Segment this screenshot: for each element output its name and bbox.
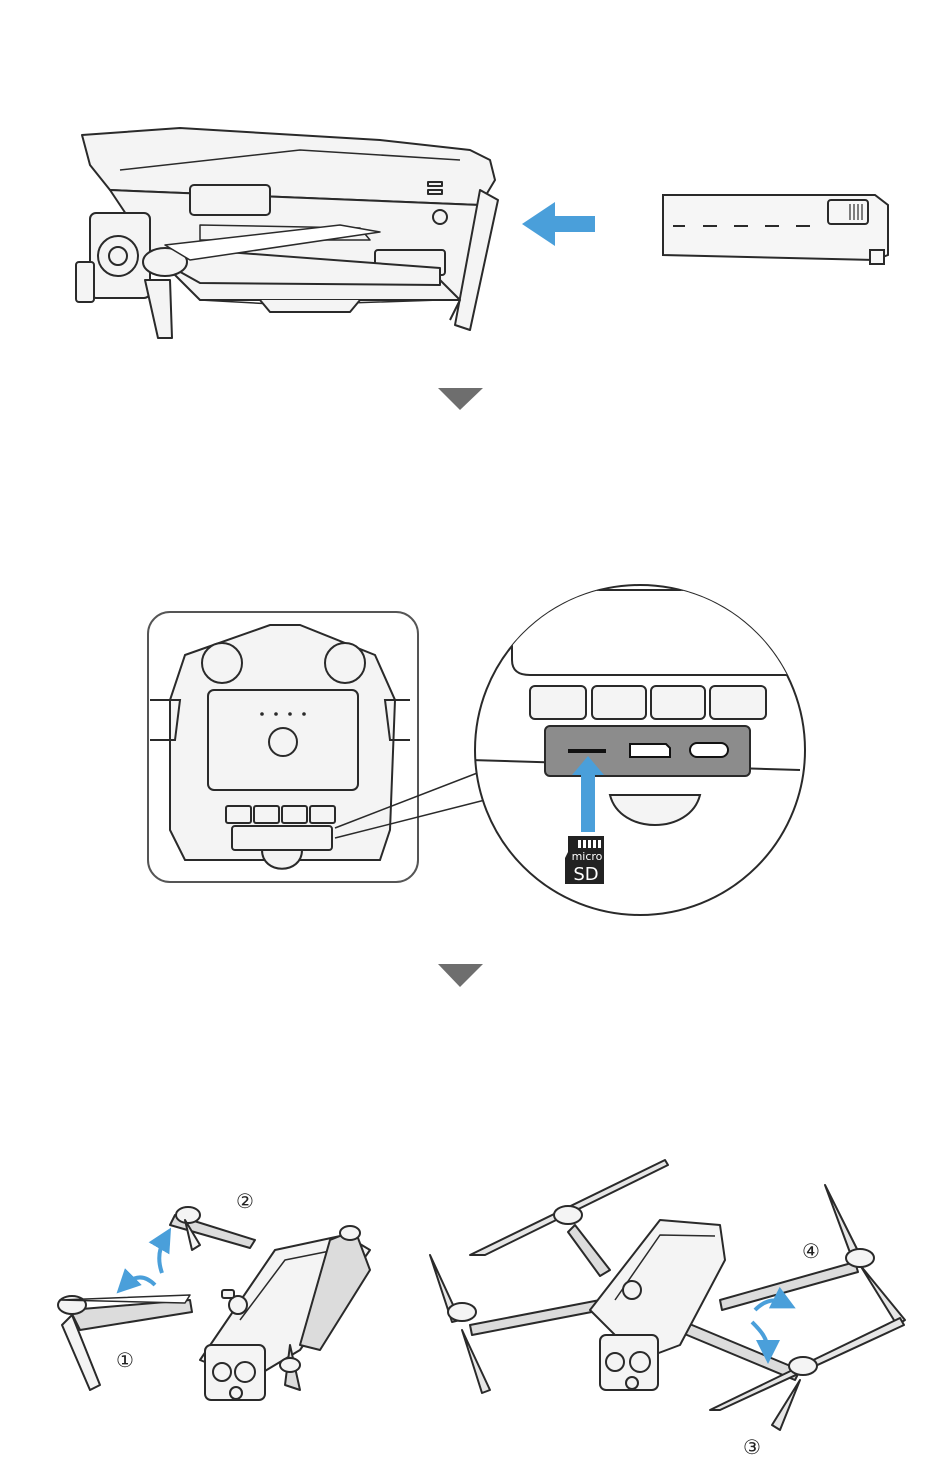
usb-c-port [630,744,670,757]
drone-side-view [76,128,498,338]
sd-card-line2: SD [573,864,598,885]
port-panel [545,726,750,776]
label-arm-1: ① [116,1348,134,1372]
rotate-arrow-icon [125,1278,155,1286]
arrow-left-icon [522,202,595,246]
drone-unfolded-arms [430,1160,905,1430]
drone-folded-arms [58,1207,370,1400]
rotate-arrow-icon [159,1238,165,1273]
triangle-down-icon [438,964,483,987]
zoom-detail-circle: micro SD [470,585,805,915]
rotate-arrow-icon [752,1322,768,1352]
drone-rear-view-panel [148,612,418,882]
rotate-arrow-icon [755,1300,785,1310]
label-arm-4: ④ [802,1239,820,1263]
label-arm-3: ③ [743,1435,761,1459]
triangle-down-icon [438,388,483,410]
sd-card-line1: micro [572,850,603,863]
battery [663,195,888,264]
usb-c-port [690,743,728,757]
microsd-card-icon: micro SD [565,836,604,885]
label-arm-2: ② [236,1189,254,1213]
